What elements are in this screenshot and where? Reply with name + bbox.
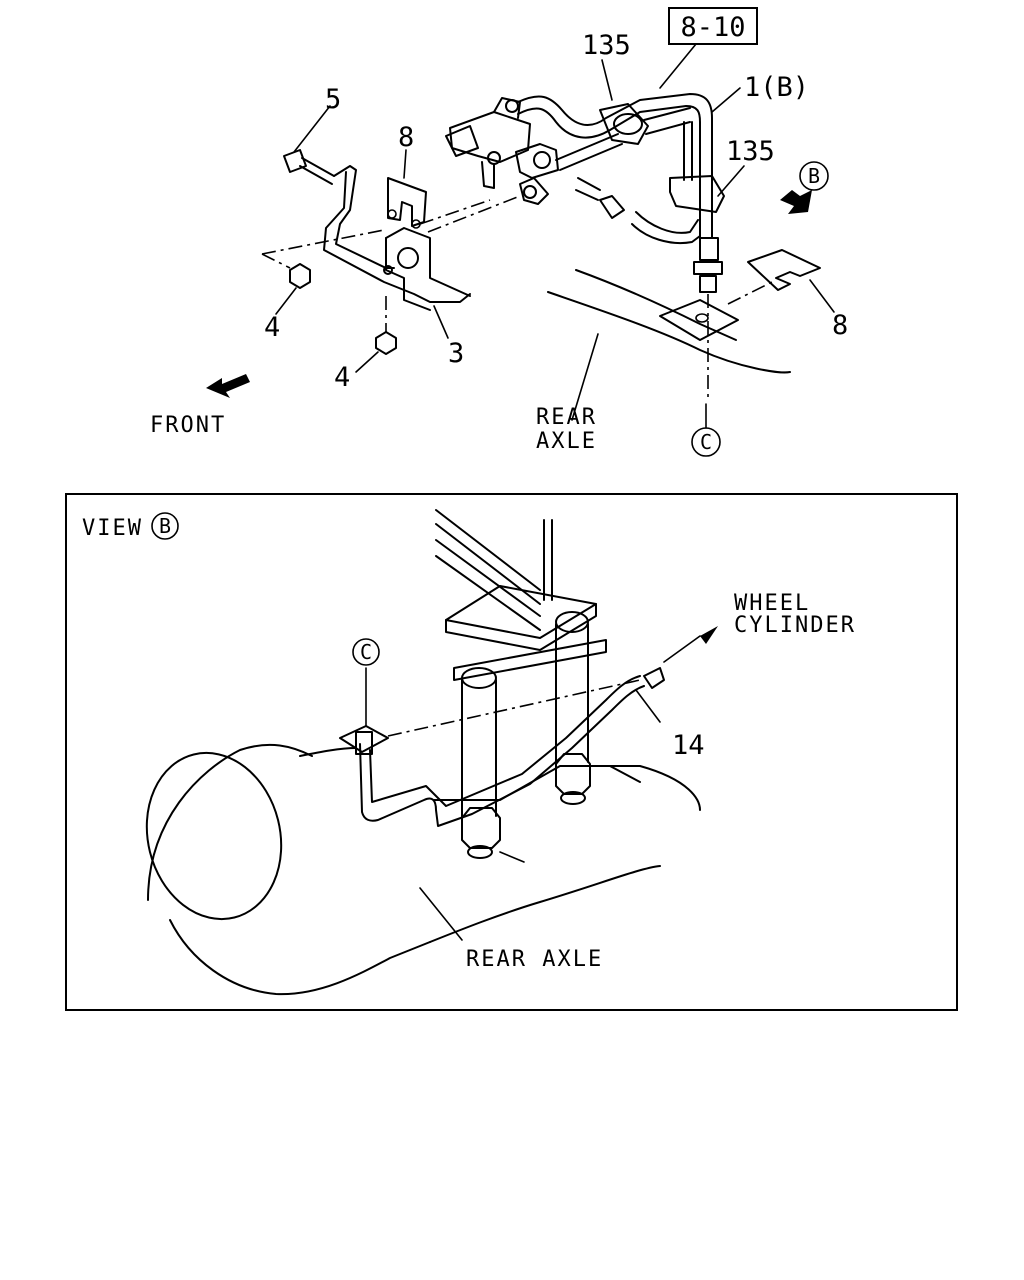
reference-box-label: 8-10 bbox=[680, 12, 745, 43]
clip-8-left bbox=[387, 149, 427, 229]
view-b-rear-axle-label: REAR AXLE bbox=[466, 947, 603, 972]
upper-exploded-view: 8-10 135 135 1(B) bbox=[150, 7, 848, 457]
callout-5: 5 bbox=[325, 84, 341, 115]
rear-axle-label-line1: REAR bbox=[536, 405, 597, 430]
callout-135-top: 135 bbox=[582, 30, 631, 61]
u-bolts bbox=[433, 611, 701, 819]
callout-1b: 1(B) bbox=[744, 72, 809, 103]
u-bolt-nuts bbox=[461, 753, 591, 863]
view-b-point-c-label: C bbox=[360, 640, 372, 664]
clip-135-right bbox=[669, 165, 745, 213]
nut-4-bottom bbox=[355, 296, 397, 373]
view-b-title-marker-label: B bbox=[159, 514, 171, 538]
rear-axle-label-line2: AXLE bbox=[536, 429, 597, 454]
wheel-cylinder-line2: CYLINDER bbox=[734, 613, 856, 638]
front-label: FRONT bbox=[150, 413, 226, 438]
nut-4-left bbox=[261, 229, 385, 315]
brake-pipe-14 bbox=[359, 667, 665, 827]
leaf-spring bbox=[435, 509, 597, 651]
clip-135-top bbox=[599, 59, 649, 145]
view-b-title-marker bbox=[151, 512, 179, 540]
view-b-marker-label: B bbox=[808, 164, 820, 188]
callout-135-right: 135 bbox=[726, 136, 775, 167]
view-b-frame bbox=[65, 493, 958, 1011]
axle-housing bbox=[145, 743, 661, 996]
bolt-5 bbox=[283, 105, 335, 185]
reference-box bbox=[668, 7, 758, 45]
pipe-bracket-c bbox=[339, 667, 389, 755]
junction-block bbox=[445, 97, 625, 219]
rear-axle-upper bbox=[547, 269, 791, 421]
callout-8-left: 8 bbox=[398, 122, 414, 153]
point-c-label: C bbox=[700, 430, 712, 454]
wheel-cylinder-arrow bbox=[700, 626, 718, 644]
clip-8-right bbox=[747, 249, 835, 313]
callout-14: 14 bbox=[672, 730, 705, 761]
view-b-panel: VIEW B bbox=[65, 493, 958, 1011]
wheel-cylinder-line1: WHEEL bbox=[734, 591, 810, 616]
view-b-marker bbox=[799, 161, 829, 191]
callout-4-bottom: 4 bbox=[334, 362, 350, 393]
bracket-3 bbox=[323, 165, 471, 339]
callout-8-right: 8 bbox=[832, 310, 848, 341]
callout-4-left: 4 bbox=[264, 312, 280, 343]
view-b-arrow bbox=[780, 190, 812, 214]
callout-3: 3 bbox=[448, 338, 464, 369]
point-c-marker bbox=[691, 427, 721, 457]
view-b-title: VIEW bbox=[82, 516, 143, 541]
view-b-point-c-marker bbox=[352, 638, 380, 666]
brake-pipe-1b bbox=[517, 93, 713, 244]
pipe-fitting-vertical bbox=[693, 237, 723, 400]
front-arrow-icon bbox=[206, 374, 250, 398]
